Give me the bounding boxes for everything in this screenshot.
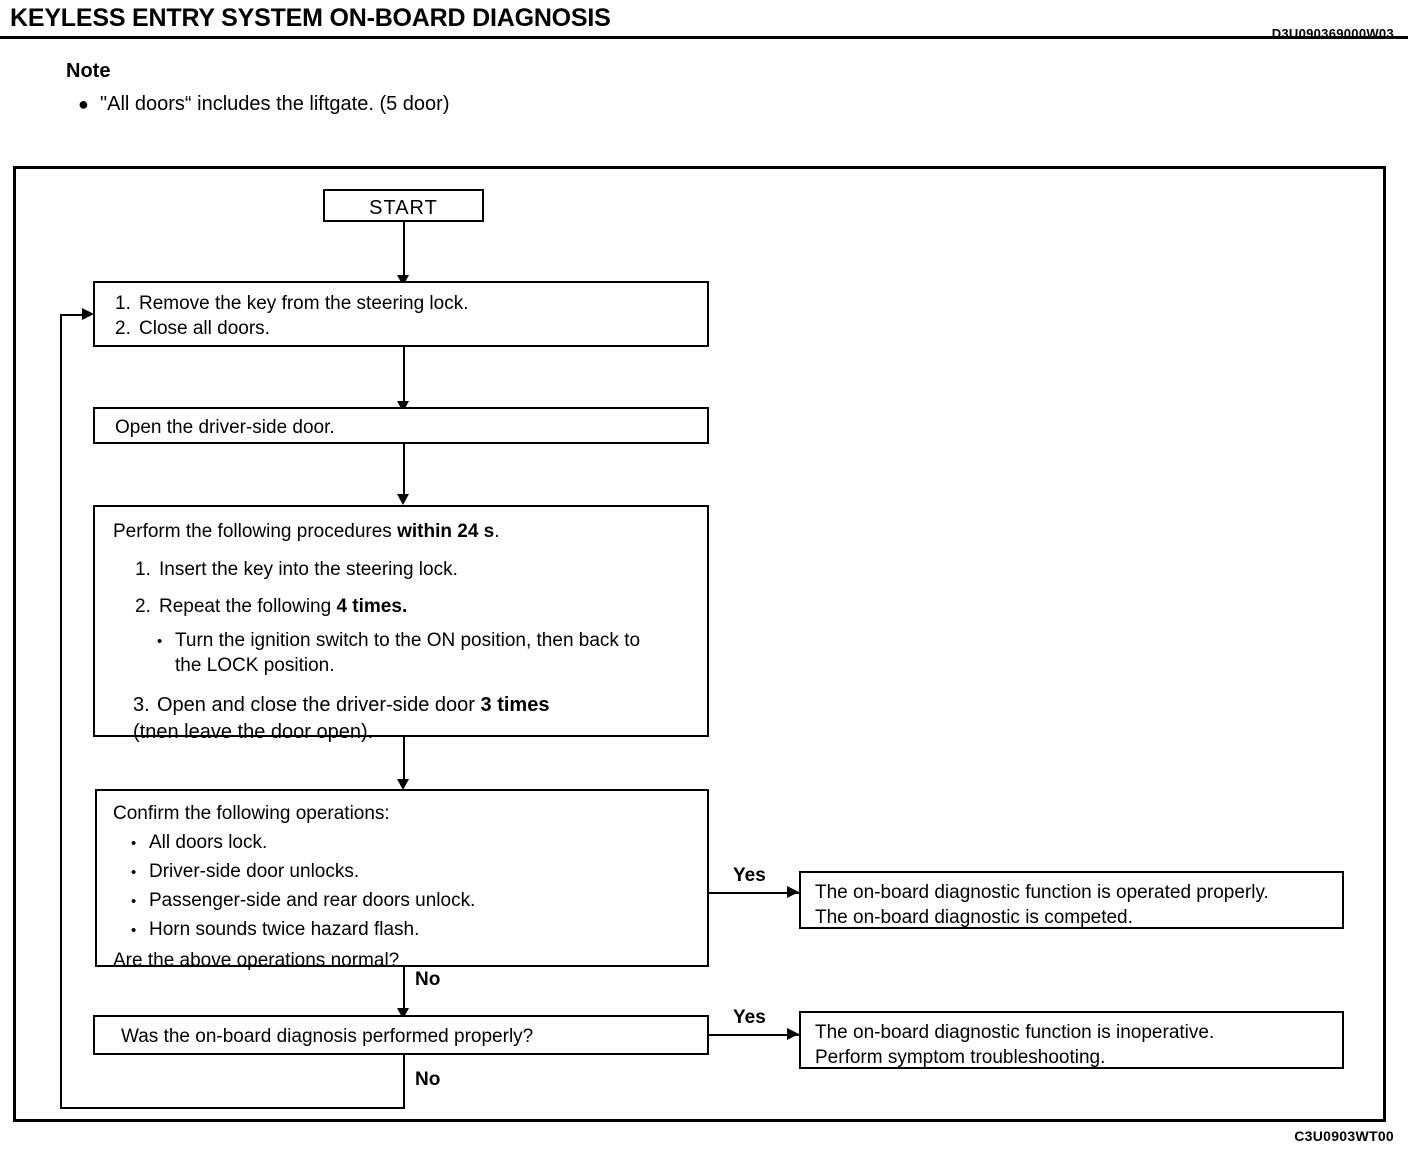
procedure-item-3-text-2: (tnen leave the door open).: [133, 720, 374, 743]
procedure-item-2-sub-line-1: • Turn the ignition switch to the ON posi…: [157, 628, 707, 653]
procedure-item-2-number: 2.: [135, 596, 151, 618]
arrow-step2-to-step3-icon: [397, 494, 409, 505]
procedure-item-3: 3. Open and close the driver-side door 3 …: [133, 692, 707, 718]
connector-loop-left: [60, 1107, 405, 1109]
footer-code: C3U0903WT00: [1294, 1128, 1394, 1144]
step2-box: Open the driver-side door.: [93, 407, 709, 444]
result-ok-line-1: The on-board diagnostic function is oper…: [815, 882, 1269, 903]
procedure-item-2-sub-line-2: the LOCK position.: [175, 653, 707, 678]
procedure-intro-plain: Perform the following procedures: [113, 521, 398, 542]
confirm-bullet-4-text: Horn sounds twice hazard flash.: [149, 919, 420, 941]
confirm-box: Confirm the following operations: • All d…: [95, 789, 709, 971]
decision-text: Was the on-board diagnosis performed pro…: [121, 1026, 534, 1047]
procedure-item-3-plain: Open and close the driver-side door: [157, 694, 481, 717]
note-heading: Note: [66, 60, 111, 82]
confirm-intro-text: Confirm the following operations:: [113, 803, 390, 824]
confirm-bullet-3-text: Passenger-side and rear doors unlock.: [149, 890, 476, 912]
procedure-item-2-sub-text-1: Turn the ignition switch to the ON posit…: [175, 630, 641, 652]
step1-line-2-number: 2.: [115, 318, 131, 340]
confirm-bullet-3: • Passenger-side and rear doors unlock.: [131, 888, 707, 913]
connector-step2-to-step3: [403, 444, 405, 497]
arrow-start-to-step1-icon: [397, 275, 409, 286]
connector-confirm-no: [403, 967, 405, 1011]
result-fail-box: The on-board diagnostic function is inop…: [799, 1011, 1344, 1069]
result-ok-line-2: The on-board diagnostic is competed.: [815, 907, 1133, 929]
confirm-bullet-2: • Driver-side door unlocks.: [131, 859, 707, 884]
branch-label-yes-lower: Yes: [733, 1007, 766, 1028]
confirm-question-text: Are the above operations normal?: [113, 950, 400, 972]
note-list-item: ● "All doors“ includes the liftgate. (5 d…: [78, 93, 450, 116]
start-box-label: START: [369, 197, 438, 219]
step1-line-1-number: 1.: [115, 293, 131, 314]
confirm-intro: Confirm the following operations:: [113, 801, 707, 826]
procedure-item-2-sub-text-2: the LOCK position.: [175, 655, 335, 677]
procedure-item-1-text: Insert the key into the steering lock.: [159, 559, 458, 581]
decision-box: Was the on-board diagnosis performed pro…: [93, 1015, 709, 1055]
bullet-icon: •: [131, 864, 137, 882]
confirm-bullet-1-text: All doors lock.: [149, 832, 268, 854]
page-title: KEYLESS ENTRY SYSTEM ON-BOARD DIAGNOSIS: [10, 4, 611, 32]
connector-confirm-yes: [709, 892, 799, 894]
procedure-intro-tail: .: [494, 521, 500, 542]
result-ok-box: The on-board diagnostic function is oper…: [799, 871, 1344, 929]
arrow-confirm-yes-icon: [787, 886, 799, 898]
connector-procedure-to-confirm: [403, 737, 405, 782]
header-divider: [0, 36, 1408, 39]
step1-box: 1. Remove the key from the steering lock.…: [93, 281, 709, 347]
confirm-bullet-2-text: Driver-side door unlocks.: [149, 861, 360, 883]
procedure-item-2-plain: Repeat the following: [159, 596, 337, 618]
connector-loop-up: [60, 314, 62, 1109]
procedure-item-1-number: 1.: [135, 559, 151, 581]
confirm-question: Are the above operations normal?: [113, 948, 707, 973]
arrow-step1-to-step2-icon: [397, 401, 409, 412]
bullet-icon: ●: [78, 94, 89, 114]
bullet-icon: •: [131, 922, 137, 940]
bullet-icon: •: [157, 633, 163, 651]
note-item-text: "All doors“ includes the liftgate. (5 do…: [100, 93, 450, 115]
arrow-procedure-to-confirm-icon: [397, 779, 409, 790]
result-fail-line-1: The on-board diagnostic function is inop…: [815, 1022, 1215, 1043]
result-fail-line-2: Perform symptom troubleshooting.: [815, 1047, 1106, 1069]
connector-start-to-step1: [403, 222, 405, 278]
procedure-item-2: 2. Repeat the following 4 times.: [135, 594, 707, 619]
step1-line-1: 1. Remove the key from the steering lock.: [115, 291, 707, 316]
procedure-intro-bold: within 24 s: [397, 521, 495, 542]
connector-decision-yes: [709, 1034, 799, 1036]
branch-label-yes-upper: Yes: [733, 865, 766, 886]
flowchart-frame: START 1. Remove the key from the steering…: [13, 166, 1386, 1122]
bullet-icon: •: [131, 835, 137, 853]
arrow-confirm-no-icon: [397, 1008, 409, 1019]
step1-line-1-text: Remove the key from the steering lock.: [139, 293, 469, 314]
procedure-item-2-tail: .: [401, 596, 408, 618]
connector-step1-to-step2: [403, 347, 405, 404]
confirm-bullet-1: • All doors lock.: [131, 830, 707, 855]
connector-loop-down: [403, 1055, 405, 1109]
confirm-bullet-4: • Horn sounds twice hazard flash.: [131, 917, 707, 942]
bullet-icon: •: [131, 893, 137, 911]
procedure-item-3-bold: 3 times: [480, 694, 550, 717]
procedure-item-3-line-2: (tnen leave the door open).: [133, 719, 707, 745]
start-box: START: [323, 189, 484, 222]
document-code: D3U090369000W03: [1271, 26, 1394, 41]
connector-loop-into-step1: [60, 314, 85, 316]
procedure-intro: Perform the following procedures within …: [113, 519, 707, 544]
step1-line-2-text: Close all doors.: [139, 318, 270, 340]
procedure-item-1: 1. Insert the key into the steering lock.: [135, 557, 707, 582]
procedure-box: Perform the following procedures within …: [93, 505, 709, 743]
arrow-decision-yes-icon: [787, 1028, 799, 1040]
step1-line-2: 2. Close all doors.: [115, 316, 707, 341]
procedure-item-3-number: 3.: [133, 694, 150, 717]
step2-text: Open the driver-side door.: [115, 417, 335, 438]
procedure-item-2-bold: 4 times: [336, 596, 402, 618]
branch-label-no-lower: No: [415, 1069, 441, 1090]
branch-label-no-upper: No: [415, 969, 441, 990]
arrow-loop-to-step1-icon: [82, 308, 94, 320]
